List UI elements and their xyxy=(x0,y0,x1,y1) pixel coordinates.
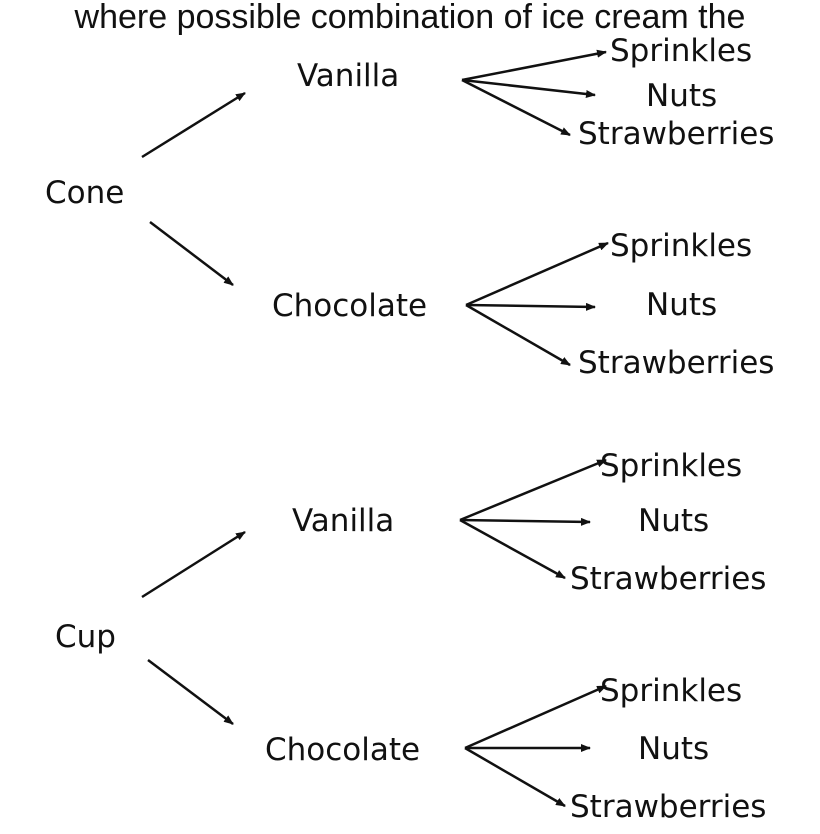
flavor-to-topping-arrow xyxy=(465,303,571,367)
container-to-flavor-arrow xyxy=(149,221,234,286)
topping-node: Strawberries xyxy=(570,789,766,825)
topping-node: Strawberries xyxy=(570,561,766,597)
topping-node: Nuts xyxy=(638,503,709,539)
topping-node: Nuts xyxy=(646,78,717,114)
flavor-to-topping-arrow xyxy=(459,518,566,580)
flavor-to-topping-arrow xyxy=(465,302,596,311)
container-node: Cone xyxy=(45,175,124,211)
flavor-to-topping-arrow xyxy=(461,78,596,98)
flavor-to-topping-arrow xyxy=(464,684,607,750)
flavor-to-topping-arrow xyxy=(464,746,566,808)
topping-node: Sprinkles xyxy=(600,448,742,484)
flavor-node: Chocolate xyxy=(272,288,427,324)
topping-node: Nuts xyxy=(646,287,717,323)
flavor-to-topping-arrow xyxy=(465,241,609,307)
topping-node: Sprinkles xyxy=(610,228,752,264)
topping-node: Strawberries xyxy=(578,345,774,381)
topping-node: Strawberries xyxy=(578,116,774,152)
container-to-flavor-arrow xyxy=(147,659,234,725)
flavor-to-topping-arrow xyxy=(461,49,607,82)
flavor-to-topping-arrow xyxy=(459,517,591,526)
container-to-flavor-arrow xyxy=(141,91,246,159)
container-node: Cup xyxy=(55,619,116,655)
flavor-to-topping-arrow xyxy=(461,78,571,137)
topping-node: Sprinkles xyxy=(610,33,752,69)
header-text: where possible combination of ice cream … xyxy=(74,0,746,36)
flavor-node: Vanilla xyxy=(297,58,399,94)
topping-node: Nuts xyxy=(638,731,709,767)
container-to-flavor-arrow xyxy=(141,530,246,599)
flavor-node: Chocolate xyxy=(265,732,420,768)
topping-node: Sprinkles xyxy=(600,673,742,709)
flavor-node: Vanilla xyxy=(292,503,394,539)
flavor-to-topping-arrow xyxy=(459,458,607,522)
